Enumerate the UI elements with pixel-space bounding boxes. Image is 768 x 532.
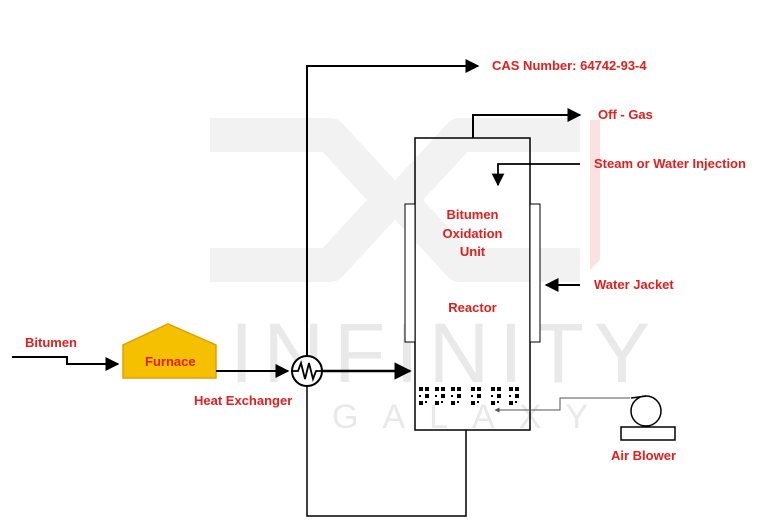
air-blower-icon <box>620 395 676 441</box>
air-blower-label: Air Blower <box>611 448 677 463</box>
off-gas-label: Off - Gas <box>598 107 653 122</box>
steam-injection-label: Steam or Water Injection <box>594 156 746 171</box>
furnace-label: Furnace <box>145 354 196 369</box>
unit-label-line3: Unit <box>459 244 486 259</box>
air-sparger <box>419 387 519 405</box>
cas-number-label: CAS Number: 64742-93-4 <box>492 58 647 73</box>
bitumen-feed-line <box>12 356 120 371</box>
air-line <box>494 397 630 413</box>
water-jacket-right <box>529 203 541 343</box>
unit-label-line2: Oxidation <box>442 226 503 241</box>
unit-label-line1: Bitumen <box>446 207 499 222</box>
reactor-label: Reactor <box>448 300 497 315</box>
recycle-line <box>306 386 467 517</box>
reactor-vessel <box>414 137 531 431</box>
heat-exchanger-label: Heat Exchanger <box>194 393 293 408</box>
furnace-shape <box>122 323 217 379</box>
off-gas-line <box>472 108 582 138</box>
product-line <box>306 59 480 356</box>
bitumen-label: Bitumen <box>25 335 77 350</box>
water-jacket-label: Water Jacket <box>594 277 674 292</box>
steam-injection-line <box>491 163 580 187</box>
water-jacket-left <box>404 203 416 343</box>
heat-exchanger-icon <box>291 355 323 387</box>
